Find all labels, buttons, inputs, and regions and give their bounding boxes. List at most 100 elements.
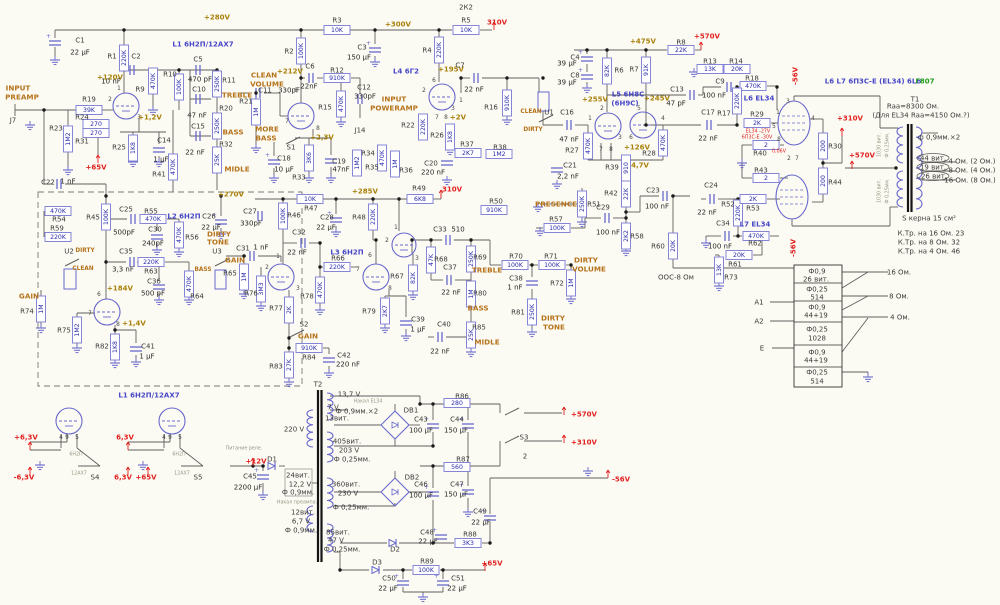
text-label-o: VOLUME xyxy=(572,265,606,274)
text-label-os: DIRTY xyxy=(75,248,95,254)
resistor-box xyxy=(184,270,194,298)
module-boundary xyxy=(37,191,303,387)
resistor-value: 2K xyxy=(749,196,758,203)
resistor-value: 220K xyxy=(121,49,128,66)
text-label-a: +475V xyxy=(630,38,656,46)
junction-dot xyxy=(281,197,285,201)
text-label-k: U1 xyxy=(544,109,554,117)
text-label-b: L6 EL34 xyxy=(744,95,775,103)
text-label-k: Ф 0,9мм. xyxy=(282,489,314,497)
text-label-k: 230 V xyxy=(338,490,359,498)
text-label-k: К.Тр. на 8 Ом. 32 xyxy=(898,239,960,247)
resistor-box xyxy=(443,398,471,408)
resistor-value: 1M2 xyxy=(354,156,361,169)
text-label-k: C42 xyxy=(337,352,351,360)
text-label-k: R25 xyxy=(112,144,126,152)
tube-symbol xyxy=(112,92,140,120)
resistor-value: 470K xyxy=(170,158,177,175)
resistor-box xyxy=(583,132,593,160)
text-label-k: 2К2 xyxy=(459,4,473,12)
resistor-value: 220K xyxy=(734,92,741,109)
text-label-w: 1 nF xyxy=(253,244,268,252)
switch-contact xyxy=(538,114,554,123)
text-label-k: 8 Ом. (4 Ом.) xyxy=(948,167,995,175)
text-label-k: R15 xyxy=(318,104,332,112)
text-label-t: 12AX7 xyxy=(71,471,87,477)
text-label-k: C2 xyxy=(131,53,140,61)
resistor-box xyxy=(44,232,72,242)
text-label-w: 22 µF xyxy=(447,585,467,593)
junction-dot xyxy=(374,238,378,242)
resistor-box xyxy=(658,129,668,157)
text-label-k: R18 xyxy=(745,75,759,83)
resistor-value: 270 xyxy=(90,121,102,128)
resistor-value: 470K xyxy=(379,149,386,166)
text-label-k: C28 xyxy=(320,214,334,222)
resistor-value: 1M2 xyxy=(74,323,81,336)
resistor-value: 470K xyxy=(186,275,193,292)
bridge-rectifier-icon xyxy=(391,488,399,496)
plus-polarity-icon: + xyxy=(424,416,429,423)
resistor-box xyxy=(296,37,306,65)
text-label-o: INPUT xyxy=(382,95,407,104)
resistor-box xyxy=(485,149,513,159)
plus-polarity-icon: + xyxy=(578,67,583,74)
resistor-value: 2K7 xyxy=(462,150,474,157)
resistor-box xyxy=(426,246,436,274)
resistor-value: 91K xyxy=(643,63,650,76)
text-label-k: 12вит. xyxy=(291,509,315,517)
text-label-b: (6Н9С) xyxy=(611,100,638,108)
text-label-k: 360вит. xyxy=(332,481,360,489)
text-label-r: +65V xyxy=(85,164,107,172)
text-label-p: 2 xyxy=(108,97,112,103)
resistor-box xyxy=(139,214,167,224)
text-label-k: A1 xyxy=(754,299,763,307)
text-label-w: 47 pF xyxy=(666,100,686,108)
text-label-k: R3 xyxy=(332,17,341,25)
text-label-k: R70 xyxy=(509,253,523,261)
wire xyxy=(179,447,204,467)
resistor-box xyxy=(168,153,178,181)
relay-symbol xyxy=(63,268,77,290)
resistor-box xyxy=(36,295,46,323)
resistor-box xyxy=(434,36,444,64)
resistor-box xyxy=(725,250,753,260)
junction-dot xyxy=(177,68,181,72)
resistor-value: 2K2 xyxy=(623,230,630,242)
text-label-p: 8 xyxy=(777,137,781,143)
text-label-g: Г807 xyxy=(915,78,934,86)
text-label-p: 4 xyxy=(661,116,665,122)
text-label-k: R30 xyxy=(828,143,842,151)
resistor-value: 910K xyxy=(301,345,318,352)
plus-polarity-icon: + xyxy=(327,210,332,217)
text-label-k: C7 xyxy=(455,62,464,70)
text-label-k: R68 xyxy=(434,256,448,264)
text-label-k: J7 xyxy=(9,117,17,125)
text-label-k: C13 xyxy=(670,86,684,94)
text-label-k: S5 xyxy=(194,474,203,482)
text-label-k: R2 xyxy=(284,48,293,56)
text-label-t: Ф 0,25мм. xyxy=(885,178,891,203)
junction-dot xyxy=(318,265,322,269)
junction-dot xyxy=(373,28,377,32)
text-label-p: 3 xyxy=(451,106,455,112)
text-label-k: R31 xyxy=(75,138,89,146)
text-label-k: R77 xyxy=(269,305,283,313)
text-label-k: 44+19 xyxy=(804,357,828,365)
resistor-box xyxy=(296,194,324,204)
text-label-r: +310V xyxy=(837,115,863,123)
resistor-box xyxy=(723,64,751,74)
resistor-value: 10K xyxy=(331,27,344,34)
text-label-b: L1 6Н2П/12AX7 xyxy=(118,392,179,400)
text-label-k: C16 xyxy=(560,109,574,117)
resistor-box xyxy=(466,321,476,349)
wire xyxy=(841,317,869,353)
text-label-o: INPUT xyxy=(6,84,31,93)
text-label-p: 1 xyxy=(394,225,398,231)
supply-arrow-icon xyxy=(493,21,497,26)
text-label-p: 8 xyxy=(116,322,120,328)
text-label-k: C45 xyxy=(243,473,257,481)
text-label-p: 2 xyxy=(265,265,269,271)
text-label-b: L3 6Н2П xyxy=(330,249,363,257)
text-label-k: R89 xyxy=(420,558,434,566)
